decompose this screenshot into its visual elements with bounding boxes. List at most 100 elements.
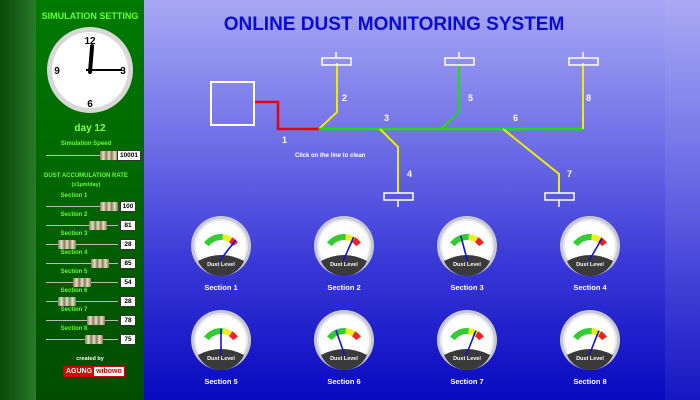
clock-numeral-6: 6 [87, 99, 93, 110]
gauge-green-zone [450, 328, 469, 341]
gauge-yellow-zone [468, 234, 479, 243]
simulation-speed-track[interactable] [46, 155, 118, 156]
gauge-green-zone [327, 234, 346, 247]
duct-line-1[interactable] [255, 100, 319, 131]
section-slider-track[interactable] [46, 263, 118, 264]
gauge-section-label: Section 7 [450, 377, 484, 386]
gauge-needle [588, 237, 603, 262]
section-slider-label: Section 4 [60, 250, 88, 256]
section-slider-track[interactable] [46, 320, 118, 321]
dust-level-label: Dust Level [453, 356, 481, 362]
section-slider-thumb[interactable] [88, 221, 107, 230]
logo-part-b: wibowo [94, 367, 124, 376]
section-rate-value: 28 [120, 239, 136, 250]
section-slider-label: Section 3 [60, 231, 88, 237]
hood-4 [383, 192, 414, 201]
dust-level-label: Dust Level [207, 356, 235, 362]
clock-numeral-3: 3 [120, 66, 126, 77]
section-rate-value: 75 [120, 334, 136, 345]
duct-line-4[interactable] [379, 128, 399, 193]
gauge-dial: Dust Level [191, 310, 251, 371]
gauge-needle [465, 330, 477, 356]
section-slider-track[interactable] [46, 301, 118, 302]
gauge-needle [219, 239, 237, 262]
gauge-yellow-zone [222, 328, 233, 337]
left-background [0, 0, 36, 400]
gauge-dial: Dust Level [437, 310, 497, 371]
gauge-section-label: Section 6 [327, 377, 361, 386]
dust-rate-heading: DUST ACCUMULATION RATE [44, 173, 128, 179]
clean-hint: Click on the line to clean [295, 153, 366, 159]
section-rate-value: 81 [120, 220, 136, 231]
dust-level-label: Dust Level [330, 262, 358, 268]
gauge-green-zone [204, 234, 223, 247]
gauge-green-zone [573, 234, 592, 247]
line-label-5: 5 [468, 93, 473, 103]
gauge-section-label: Section 1 [204, 283, 238, 292]
gauge-dial: Dust Level [560, 310, 620, 371]
gauge-red-zone [475, 237, 484, 247]
gauge-dial: Dust Level [314, 310, 374, 371]
line-label-3: 3 [384, 113, 389, 123]
simulation-speed-value: 10001 [117, 150, 141, 161]
section-slider-label: Section 5 [60, 269, 88, 275]
section-slider-thumb[interactable] [73, 278, 92, 287]
section-slider-track[interactable] [46, 206, 118, 207]
line-label-7: 7 [567, 169, 572, 179]
line-label-2: 2 [342, 93, 347, 103]
section-slider-track[interactable] [46, 225, 118, 226]
section-slider-thumb[interactable] [91, 259, 110, 268]
simulation-speed-label: Simulation Speed [60, 141, 112, 147]
gauge-section-label: Section 4 [573, 283, 607, 292]
section-rate-value: 28 [120, 296, 136, 307]
author-logo: AGUNG wibowo [63, 366, 125, 377]
gauge-yellow-zone [345, 328, 356, 337]
gauge-yellow-zone [591, 234, 602, 243]
gauge-yellow-zone [222, 234, 233, 243]
gauge-red-zone [598, 237, 607, 247]
gauge-needle [335, 330, 346, 356]
section-slider-track[interactable] [46, 244, 118, 245]
section-slider-thumb[interactable] [58, 240, 76, 249]
section-slider-thumb[interactable] [87, 316, 106, 325]
gauge-yellow-zone [591, 328, 602, 337]
gauge-green-zone [573, 328, 592, 341]
dust-level-label: Dust Level [453, 262, 481, 268]
simulation-speed-slider-thumb[interactable] [100, 151, 118, 160]
dust-level-label: Dust Level [576, 262, 604, 268]
dust-collector-box [210, 81, 255, 126]
gauge-needle [342, 236, 355, 262]
gauge-dial: Dust Level [437, 216, 497, 277]
duct-line-5[interactable] [440, 63, 460, 130]
duct-line-2[interactable] [318, 63, 338, 130]
gauge-dial: Dust Level [314, 216, 374, 277]
gauge-dial: Dust Level [560, 216, 620, 277]
gauge-dial: Dust Level [191, 216, 251, 277]
gauge-needle [459, 235, 469, 262]
line-label-6: 6 [513, 113, 518, 123]
gauge-section-label: Section 5 [204, 377, 238, 386]
gauge-red-zone [352, 331, 361, 341]
section-slider-thumb[interactable] [58, 297, 76, 306]
page-title: ONLINE DUST MONITORING SYSTEM [223, 14, 565, 35]
gauge-yellow-zone [468, 328, 479, 337]
section-slider-thumb[interactable] [85, 335, 104, 344]
dust-level-label: Dust Level [207, 262, 235, 268]
section-rate-value: 100 [120, 201, 136, 212]
duct-line-7[interactable] [502, 128, 560, 193]
section-slider-track[interactable] [46, 339, 118, 340]
section-slider-thumb[interactable] [100, 202, 118, 211]
day-counter: day 12 [74, 123, 106, 134]
gauge-green-zone [450, 234, 469, 247]
section-slider-label: Section 6 [60, 288, 88, 294]
sidebar-title: SIMULATION SETTING [41, 11, 139, 21]
dust-rate-unit: (x1µm/day) [71, 182, 101, 188]
section-rate-value: 78 [120, 315, 136, 326]
